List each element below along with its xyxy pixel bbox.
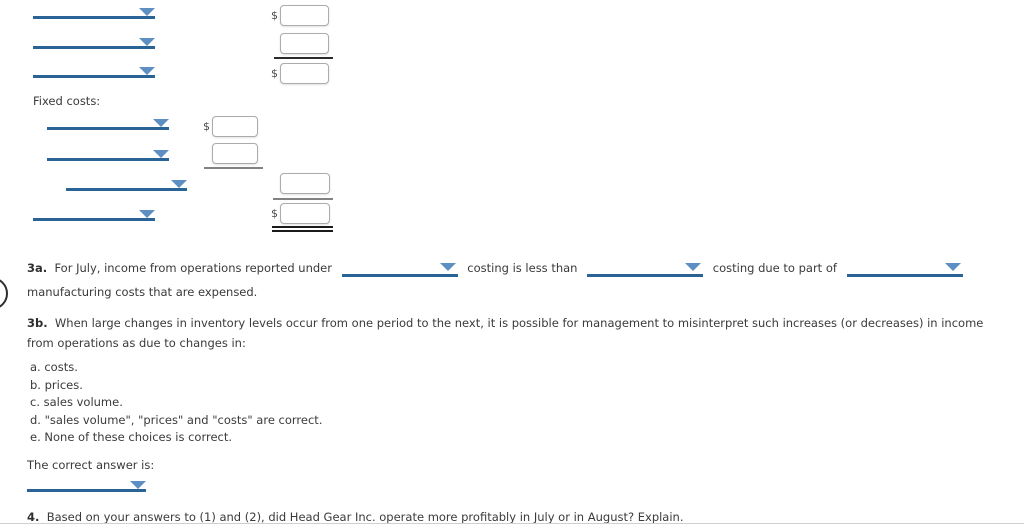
- dropdown-arrow-icon: [685, 263, 702, 271]
- dropdown-arrow-icon: [139, 8, 155, 16]
- question-3a-line1: 3a. For July, income from operations rep…: [27, 261, 969, 277]
- dropdown-arrow-icon: [171, 180, 187, 188]
- dropdown-arrow-icon: [139, 38, 155, 46]
- amount-input-5[interactable]: [212, 143, 258, 164]
- dropdown-arrow-icon: [153, 119, 169, 127]
- dropdown-arrow-icon: [139, 67, 155, 75]
- option-d: d. "sales volume", "prices" and "costs" …: [30, 413, 322, 427]
- question-4-number: 4.: [27, 510, 40, 524]
- total-fixed-dropdown[interactable]: [66, 180, 187, 191]
- question-3a-text2: costing is less than: [467, 261, 578, 275]
- option-text: sales volume.: [43, 395, 123, 409]
- question-3b-line2: from operations as due to changes in:: [27, 336, 246, 350]
- costing-method-dropdown-2[interactable]: [587, 263, 704, 277]
- fixed-costs-label: Fixed costs:: [33, 94, 101, 108]
- correct-answer-label: The correct answer is:: [27, 458, 155, 472]
- question-3a-number: 3a.: [27, 261, 48, 275]
- cost-type-dropdown[interactable]: [846, 263, 963, 277]
- amount-input-4[interactable]: [212, 116, 258, 137]
- option-letter: a.: [30, 360, 41, 374]
- option-letter: e.: [30, 430, 41, 444]
- question-3a-line2: manufacturing costs that are expensed.: [27, 285, 258, 299]
- subtotal-rule: [204, 167, 263, 169]
- amount-input-1[interactable]: [280, 5, 329, 26]
- fixed-cost-dropdown-1[interactable]: [47, 119, 169, 130]
- currency-symbol: $: [271, 207, 278, 220]
- option-e: e. None of these choices is correct.: [30, 430, 232, 444]
- amount-input-3[interactable]: [280, 63, 329, 84]
- income-line-dropdown[interactable]: [33, 210, 155, 221]
- correct-answer-dropdown[interactable]: [27, 481, 146, 492]
- option-text: "sales volume", "prices" and "costs" are…: [44, 413, 323, 427]
- question-4-text: Based on your answers to (1) and (2), di…: [46, 510, 684, 524]
- total-double-rule: [272, 226, 333, 232]
- option-text: None of these choices is correct.: [44, 430, 233, 444]
- option-c: c. sales volume.: [30, 395, 123, 409]
- amount-input-2[interactable]: [280, 33, 329, 54]
- question-4-line: 4. Based on your answers to (1) and (2),…: [27, 510, 684, 524]
- left-edge-circle-mark: [0, 277, 8, 310]
- dropdown-arrow-icon: [944, 263, 961, 271]
- currency-symbol: $: [271, 9, 278, 22]
- amount-input-7[interactable]: [280, 203, 330, 224]
- question-3a-text3: costing due to part of: [712, 261, 837, 275]
- costing-method-dropdown-1[interactable]: [341, 263, 458, 277]
- question-3a-text1: For July, income from operations reporte…: [54, 261, 332, 275]
- option-letter: b.: [30, 378, 41, 392]
- dropdown-arrow-icon: [153, 150, 169, 158]
- dropdown-arrow-icon: [139, 210, 155, 218]
- fixed-cost-dropdown-2[interactable]: [47, 150, 169, 161]
- dropdown-arrow-icon: [439, 263, 456, 271]
- subtotal-rule: [273, 198, 333, 200]
- question-3b-line1: 3b. When large changes in inventory leve…: [27, 316, 983, 330]
- account-dropdown-3[interactable]: [33, 67, 155, 78]
- amount-input-6[interactable]: [280, 173, 330, 194]
- subtotal-rule: [274, 57, 333, 59]
- option-a: a. costs.: [30, 360, 78, 374]
- currency-symbol: $: [203, 120, 210, 133]
- option-text: costs.: [44, 360, 78, 374]
- option-text: prices.: [44, 378, 83, 392]
- option-letter: d.: [30, 413, 41, 427]
- account-dropdown-2[interactable]: [33, 38, 155, 49]
- question-3b-text1: When large changes in inventory levels o…: [54, 316, 984, 330]
- option-b: b. prices.: [30, 378, 83, 392]
- option-letter: c.: [30, 395, 40, 409]
- dropdown-arrow-icon: [130, 481, 146, 489]
- account-dropdown-1[interactable]: [33, 8, 155, 19]
- question-3b-number: 3b.: [27, 316, 48, 330]
- currency-symbol: $: [271, 67, 278, 80]
- bottom-divider: [0, 523, 1024, 524]
